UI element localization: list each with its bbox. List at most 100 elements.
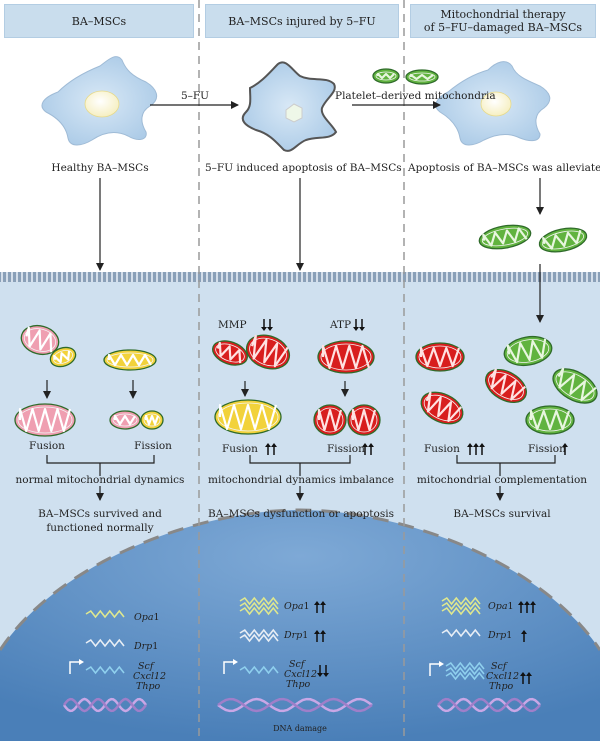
damaged-mitochondrion bbox=[485, 368, 527, 404]
yellow-mitochondrion bbox=[49, 346, 77, 368]
platelet-mitochondrion bbox=[372, 68, 400, 84]
up-arrow-icon bbox=[526, 672, 532, 684]
down-arrow-icon bbox=[261, 319, 267, 331]
up-arrow-icon bbox=[524, 601, 530, 613]
promoter-arrow-icon bbox=[223, 659, 238, 674]
transferred-mitochondrion bbox=[538, 227, 588, 253]
dna-damage-label: DNA damage bbox=[273, 724, 327, 733]
fused-mitochondrion bbox=[214, 399, 282, 435]
down-arrow-icon bbox=[267, 319, 273, 331]
gene-strand bbox=[239, 628, 279, 638]
col1-outcome-line1: BA–MSCs survived and bbox=[38, 508, 162, 520]
up-arrow-icon bbox=[362, 443, 368, 455]
col1-fission-label: Fission bbox=[134, 440, 172, 452]
fission-mitochondrion bbox=[109, 410, 141, 430]
header-text-line1: Mitochondrial therapy bbox=[440, 8, 566, 21]
down-arrow-icon bbox=[353, 319, 359, 331]
damaged-mitochondrion bbox=[317, 340, 375, 374]
col1-drp1-label: Drp1 bbox=[134, 641, 159, 652]
up-arrow-icon bbox=[521, 630, 527, 642]
up-arrow-icon bbox=[368, 443, 374, 455]
healthy-mitochondrion bbox=[20, 324, 60, 356]
atp-label: ATP bbox=[330, 319, 352, 331]
col2-dynamics-label: mitochondrial dynamics imbalance bbox=[207, 474, 394, 486]
header-text-line2: of 5–FU–damaged BA–MSCs bbox=[423, 21, 583, 34]
down-arrow-icon bbox=[359, 319, 365, 331]
up-arrow-icon bbox=[520, 672, 526, 684]
col3-opa1-label: Opa1 bbox=[488, 601, 514, 612]
col2-fission-label: Fission bbox=[327, 443, 365, 455]
col3-outcome-label: BA–MSCs survival bbox=[453, 508, 551, 520]
donor-mitochondrion bbox=[552, 367, 598, 404]
col2-fusion-label: Fusion bbox=[222, 443, 258, 455]
col1-opa1-label: Opa1 bbox=[134, 612, 160, 623]
nucleus-region bbox=[0, 510, 600, 741]
header-text: BA–MSCs bbox=[71, 14, 127, 28]
col1-dynamics-label: normal mitochondrial dynamics bbox=[15, 474, 185, 486]
up-arrow-icon bbox=[518, 601, 524, 613]
mitochondria-illustrations bbox=[14, 224, 598, 437]
platelet-mito-label: Platelet–derived mitochondria bbox=[335, 90, 496, 102]
up-arrow-icon bbox=[320, 630, 326, 642]
regulation-arrows bbox=[261, 319, 568, 684]
gene-strand bbox=[239, 606, 279, 616]
apoptosis-alleviated-label: Apoptosis of BA–MSCs was alleviated bbox=[408, 162, 600, 174]
healthy-cell-icon bbox=[41, 56, 158, 146]
damaged-mitochondrion bbox=[245, 334, 291, 370]
up-arrow-icon bbox=[530, 601, 536, 613]
yellow-mitochondrion bbox=[103, 349, 157, 371]
gene-strand bbox=[239, 601, 279, 611]
col3-cxcl12-label: Cxcl12 bbox=[486, 671, 520, 682]
gene-strand bbox=[239, 596, 279, 606]
injured-cell-icon bbox=[241, 61, 338, 152]
gene-strand bbox=[441, 596, 481, 606]
up-arrow-icon bbox=[271, 443, 277, 455]
platelet-mitochondrion bbox=[405, 69, 439, 85]
gene-strand bbox=[85, 638, 125, 648]
col3-scf-label: Scf bbox=[491, 661, 507, 672]
treated-cell-icon bbox=[435, 61, 551, 146]
gene-strand bbox=[445, 666, 485, 676]
drug-label: 5–FU bbox=[180, 90, 210, 102]
gene-strand bbox=[85, 665, 125, 675]
platelet-mitochondria-icon bbox=[372, 68, 439, 85]
col1-scf-label: Scf bbox=[138, 661, 154, 672]
col2-scf-label: Scf bbox=[289, 659, 305, 670]
down-arrow-icon bbox=[323, 665, 329, 677]
col1-fusion-label: Fusion bbox=[29, 440, 65, 452]
gene-strand bbox=[85, 609, 125, 619]
damaged-mitochondrion bbox=[212, 340, 248, 366]
gene-strand bbox=[239, 665, 279, 675]
up-arrow-icon bbox=[479, 443, 485, 455]
col3-dynamics-label: mitochondrial complementation bbox=[416, 474, 588, 486]
gene-strand bbox=[239, 633, 279, 643]
up-arrow-icon bbox=[314, 601, 320, 613]
col3-drp1-label: Drp1 bbox=[488, 630, 513, 641]
damaged-dna-helix-icon bbox=[217, 697, 373, 713]
up-arrow-icon bbox=[473, 443, 479, 455]
col2-cxcl12-label: Cxcl12 bbox=[284, 669, 318, 680]
healthy-cells-label: Healthy BA–MSCs bbox=[51, 162, 149, 174]
donor-mitochondrion bbox=[503, 335, 553, 367]
gene-strand bbox=[441, 628, 481, 638]
col2-thpo-label: Thpo bbox=[286, 679, 311, 690]
fission-mitochondrion bbox=[347, 404, 381, 436]
gene-strand bbox=[441, 606, 481, 616]
col2-drp1-label: Drp1 bbox=[284, 630, 309, 641]
up-arrow-icon bbox=[314, 630, 320, 642]
cell-membrane bbox=[0, 272, 600, 282]
damaged-mitochondrion bbox=[420, 391, 464, 425]
gene-marks bbox=[62, 596, 541, 713]
col1-outcome-line2: functioned normally bbox=[46, 522, 154, 534]
col2-outcome-label: BA–MSCs dysfunction or apoptosis bbox=[208, 508, 394, 520]
dna-helix-icon bbox=[437, 697, 541, 713]
gene-strand bbox=[441, 601, 481, 611]
up-arrow-icon bbox=[265, 443, 271, 455]
gene-strand bbox=[445, 671, 485, 681]
header-text: BA–MSCs injured by 5–FU bbox=[228, 14, 376, 28]
transferred-mitochondrion bbox=[478, 224, 532, 250]
col3-thpo-label: Thpo bbox=[489, 681, 514, 692]
col2-opa1-label: Opa1 bbox=[284, 601, 310, 612]
